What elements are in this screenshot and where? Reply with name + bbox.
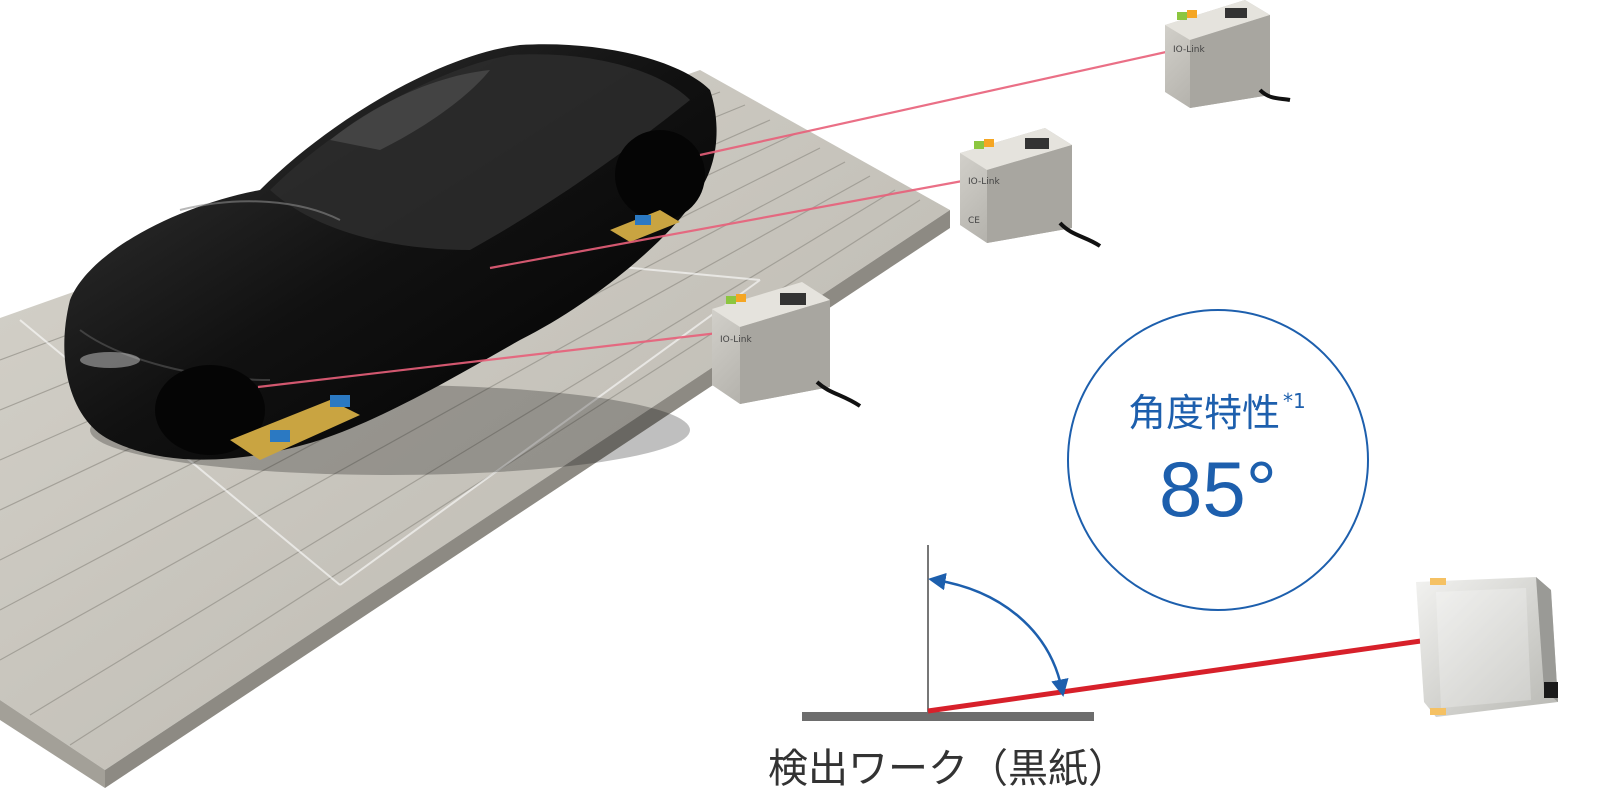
sensor-top: IO-Link xyxy=(1165,0,1291,108)
sensor-bottom-iolink-mark: IO-Link xyxy=(720,335,752,345)
car-body xyxy=(64,44,717,475)
sensor-middle: IO-Link CE xyxy=(960,128,1102,248)
laser-beams xyxy=(257,48,1176,389)
angle-callout: 角度特性 *1 85° xyxy=(1067,309,1369,611)
angle-callout-title: 角度特性 xyxy=(1128,391,1280,435)
sensor-middle-ce-mark: CE xyxy=(968,216,980,226)
angle-arc-arrow xyxy=(928,572,1069,697)
car-jig xyxy=(230,210,680,460)
angle-callout-value: 85° xyxy=(1159,445,1277,533)
angle-diagram: 検出ワーク（黒紙） xyxy=(768,545,1429,792)
sensor-diagram xyxy=(1416,577,1558,717)
sensor-middle-iolink-mark: IO-Link xyxy=(968,177,1000,187)
laser-line-diagram xyxy=(927,637,1429,714)
work-surface xyxy=(802,712,1094,721)
sensor-bottom: IO-Link xyxy=(712,282,862,408)
angle-callout-note: *1 xyxy=(1283,389,1306,413)
sensor-top-iolink-mark: IO-Link xyxy=(1173,45,1205,55)
work-label: 検出ワーク（黒紙） xyxy=(768,746,1128,792)
